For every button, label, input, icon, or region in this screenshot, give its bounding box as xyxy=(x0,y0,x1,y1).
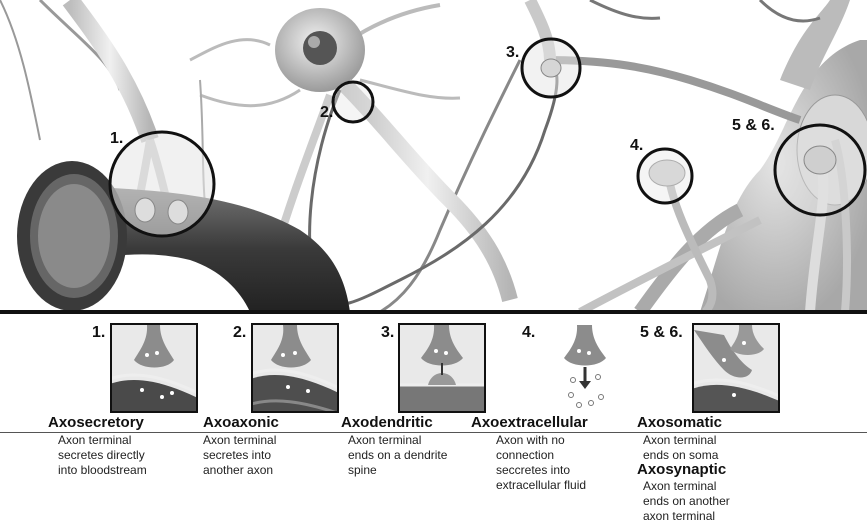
desc-line: connection xyxy=(496,448,586,463)
desc-axosynaptic: Axon terminal ends on another axon termi… xyxy=(643,479,730,524)
panel-axoaxonic-image xyxy=(251,323,339,413)
label-4: 4. xyxy=(630,137,643,155)
desc-line: another axon xyxy=(203,463,276,478)
title-axoaxonic: Axoaxonic xyxy=(203,414,279,431)
title-axosynaptic: Axosynaptic xyxy=(637,461,726,478)
title-axosomatic: Axosomatic xyxy=(637,414,722,431)
panel-axodendritic-image xyxy=(398,323,486,413)
panel-number-4: 4. xyxy=(522,324,535,342)
desc-line: Axon terminal xyxy=(643,433,718,448)
label-2: 2. xyxy=(320,104,333,122)
desc-line: seccretes into xyxy=(496,463,586,478)
desc-line: Axon terminal xyxy=(348,433,447,448)
highlight-circle-2 xyxy=(333,82,373,122)
desc-line: axon terminal xyxy=(643,509,730,524)
desc-line: secretes directly xyxy=(58,448,147,463)
highlight-circle-4 xyxy=(638,149,692,203)
desc-axodendritic: Axon terminal ends on a dendrite spine xyxy=(348,433,447,478)
panel-number-1: 1. xyxy=(92,324,105,342)
panel-axosomatic-image xyxy=(692,323,780,413)
neuron-illustration xyxy=(0,0,867,312)
highlight-circle-1 xyxy=(110,132,214,236)
axon-path xyxy=(545,60,800,120)
desc-line: Axon terminal xyxy=(203,433,276,448)
desc-line: Axon terminal xyxy=(58,433,147,448)
desc-line: secretes into xyxy=(203,448,276,463)
panel-number-5-6: 5 & 6. xyxy=(640,324,683,342)
panel-axosecretory-image xyxy=(110,323,198,413)
illustration-area: 1. 2. 3. 4. 5 & 6. xyxy=(0,0,867,312)
title-underline xyxy=(0,432,867,433)
label-5-6: 5 & 6. xyxy=(732,117,775,135)
desc-line: ends on another xyxy=(643,494,730,509)
desc-line: ends on a dendrite xyxy=(348,448,447,463)
desc-axosecretory: Axon terminal secretes directly into blo… xyxy=(58,433,147,478)
title-axosecretory: Axosecretory xyxy=(48,414,144,431)
divider-line xyxy=(0,310,867,314)
desc-line: Axon terminal xyxy=(643,479,730,494)
desc-line: Axon with no xyxy=(496,433,586,448)
label-3: 3. xyxy=(506,44,519,62)
desc-axoextracellular: Axon with no connection seccretes into e… xyxy=(496,433,586,493)
desc-line: extracellular fluid xyxy=(496,478,586,493)
title-axodendritic: Axodendritic xyxy=(341,414,433,431)
desc-line: into bloodstream xyxy=(58,463,147,478)
desc-axoaxonic: Axon terminal secretes into another axon xyxy=(203,433,276,478)
desc-axosomatic: Axon terminal ends on soma xyxy=(643,433,718,463)
panel-axoextracellular-image xyxy=(541,323,629,413)
title-axoextracellular: Axoextracellular xyxy=(471,414,588,431)
panel-number-2: 2. xyxy=(233,324,246,342)
label-1: 1. xyxy=(110,130,123,148)
desc-line: spine xyxy=(348,463,447,478)
panel-number-3: 3. xyxy=(381,324,394,342)
